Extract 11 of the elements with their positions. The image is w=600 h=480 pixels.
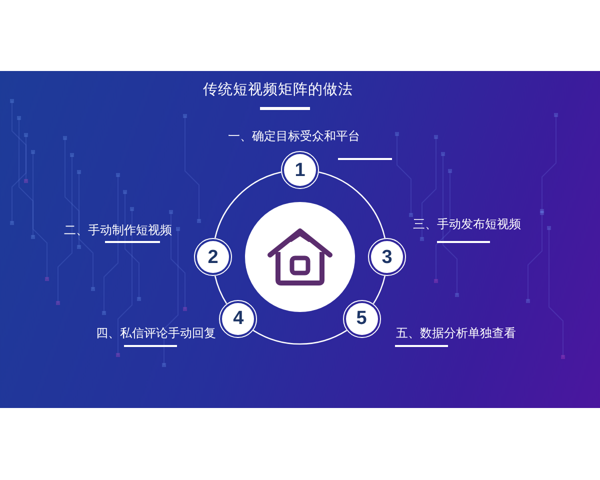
ring-arc xyxy=(253,330,347,344)
step-label: 二、手动制作短视频 xyxy=(64,222,172,238)
diagram-title: 传统短视频矩阵的做法 xyxy=(202,81,354,100)
step-label: 三、手动发布短视频 xyxy=(413,216,521,232)
ring-arc xyxy=(372,276,386,304)
step-label: 一、确定目标受众和平台 xyxy=(228,128,360,144)
ring-arc xyxy=(214,276,228,304)
ring-arc xyxy=(214,171,282,238)
step-label: 五、数据分析单独查看 xyxy=(396,325,516,341)
ring-arc xyxy=(318,171,386,238)
step-label: 四、私信评论手动回复 xyxy=(96,325,216,341)
